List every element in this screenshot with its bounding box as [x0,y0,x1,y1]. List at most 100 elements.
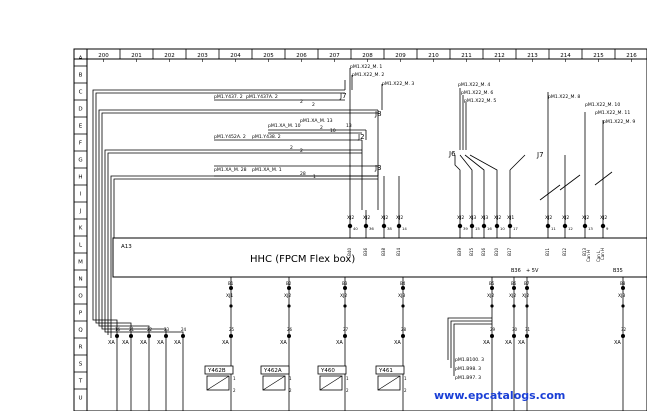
module-pin-label: B36 [363,248,368,256]
connector-pin [525,286,529,290]
pin-number: 14 [402,226,407,231]
terminal-dot [115,334,119,338]
junction-wiring [214,68,400,210]
valve-label: Y460 [320,368,335,374]
valve-label: Y462A [263,368,282,374]
supply-label: B36 [511,268,521,274]
connector-label: XJ3 [481,215,488,221]
column-label: 213 [527,53,538,59]
column-label: 205 [263,53,274,59]
terminal-dot [490,334,494,338]
row-label: D [78,107,82,113]
terminal-label: XA [108,340,115,346]
terminal-dot [164,334,168,338]
valve-pin: 1 [233,376,236,381]
valve-pin: 2 [233,388,236,393]
connector-pin [457,223,463,229]
connector-label: XJ2 [494,215,501,221]
pin-number: 17 [513,226,518,231]
net-label: pM1.Y452A. 2 [214,134,246,140]
net-label: pM1.Y437A. 2 [246,94,278,100]
terminal-pin: 28 [401,327,407,332]
column-label: 203 [197,53,208,59]
connector-pin [621,286,625,290]
module-pin-label: B5 [489,281,495,286]
splice-dot [229,304,233,308]
net-label: pM1.Y437. 2 [214,94,243,100]
column-label: 210 [428,53,439,59]
connector-pin [582,223,588,229]
junction-j7b: J7 [536,151,544,159]
junction-j6: J6 [448,150,456,158]
module-pin-label: B4 [400,281,406,286]
connector-label: XJ2 [347,215,354,221]
row-label: Q [78,328,83,334]
left-net-labels: pM1.Y437. 2 pM1.Y437A. 2 pM1.XA_M. 10 pM… [214,94,333,173]
connector-label: XJ2 [487,293,494,299]
terminal-label: XA [518,340,525,346]
terminal-pin: 21 [129,327,135,332]
column-label: 208 [362,53,373,59]
terminal-pin: 24 [181,327,187,332]
net-label: pM1.Y438. 2 [252,134,281,140]
wire-number: 1 [313,174,316,180]
row-label: C [79,90,83,96]
wire-numbers: 2 2 2 2 2 10 13 28 1 [290,99,352,180]
net-label: pM1.XA_M. 10 [268,123,301,129]
terminal-pin: 22 [147,327,153,332]
module-pin-label: B17 [507,248,512,256]
connector-pin [494,223,500,229]
net-label: pM1.X22_M. 5 [464,98,496,104]
net-label: pM1.X22_M. 10 [585,102,620,108]
valve-coil-diagonal [206,375,230,391]
splice-dot [401,304,405,308]
connector-label: XJ2 [509,293,516,299]
connector-label: XJ1 [507,215,514,221]
column-label: 215 [593,53,604,59]
module-pin-label: B3 [342,281,348,286]
connector-pin [469,223,475,229]
terminal-label: XA [483,340,490,346]
valve-label: Y462B [207,368,226,374]
connector-pin [600,223,606,229]
row-label: T [78,379,83,385]
terminal-pin: 32 [621,327,627,332]
net-label: pM1.X22_M. 9 [603,119,635,125]
supply-label: B35 [613,268,623,274]
junction-j2: J2 [357,133,365,141]
row-label: S [79,362,83,368]
module-pin-label: B13 [582,248,587,256]
terminal-pin: 29 [490,327,496,332]
valve-coil-diagonal [377,375,401,391]
connector-pin [562,223,568,229]
j7-right-wiring [539,92,613,210]
column-label: 204 [230,53,241,59]
splice-dot [512,304,516,308]
wire-number: 2 [300,148,303,154]
terminal-dot [129,334,133,338]
net-label: pM1.X22_M. 6 [461,90,493,96]
wire-number: 2 [290,145,293,151]
terminal-label: XA [140,340,147,346]
splice-dot [343,304,347,308]
column-label: 201 [131,53,142,59]
connector-label: XJ2 [396,215,403,221]
wire-number: 13 [346,123,352,129]
connector-label: XJ2 [363,215,370,221]
connector-pin [512,286,516,290]
valve-label-box [375,365,405,375]
valve-label: Y461 [378,368,393,374]
j6-wiring [454,88,526,210]
column-label: 214 [560,53,571,59]
connector-label: XJ2 [284,293,291,299]
pin-number: 36 [369,226,374,231]
splice-dot [621,304,625,308]
terminal-pin: 30 [512,327,518,332]
can-label: Can H [586,250,591,262]
column-label: 207 [329,53,340,59]
valve-label-box [317,365,347,375]
net-label: pM1.XA_M. 1 [252,167,282,173]
valve-pin: 1 [404,376,407,381]
valve-coil-diagonal [262,375,286,391]
